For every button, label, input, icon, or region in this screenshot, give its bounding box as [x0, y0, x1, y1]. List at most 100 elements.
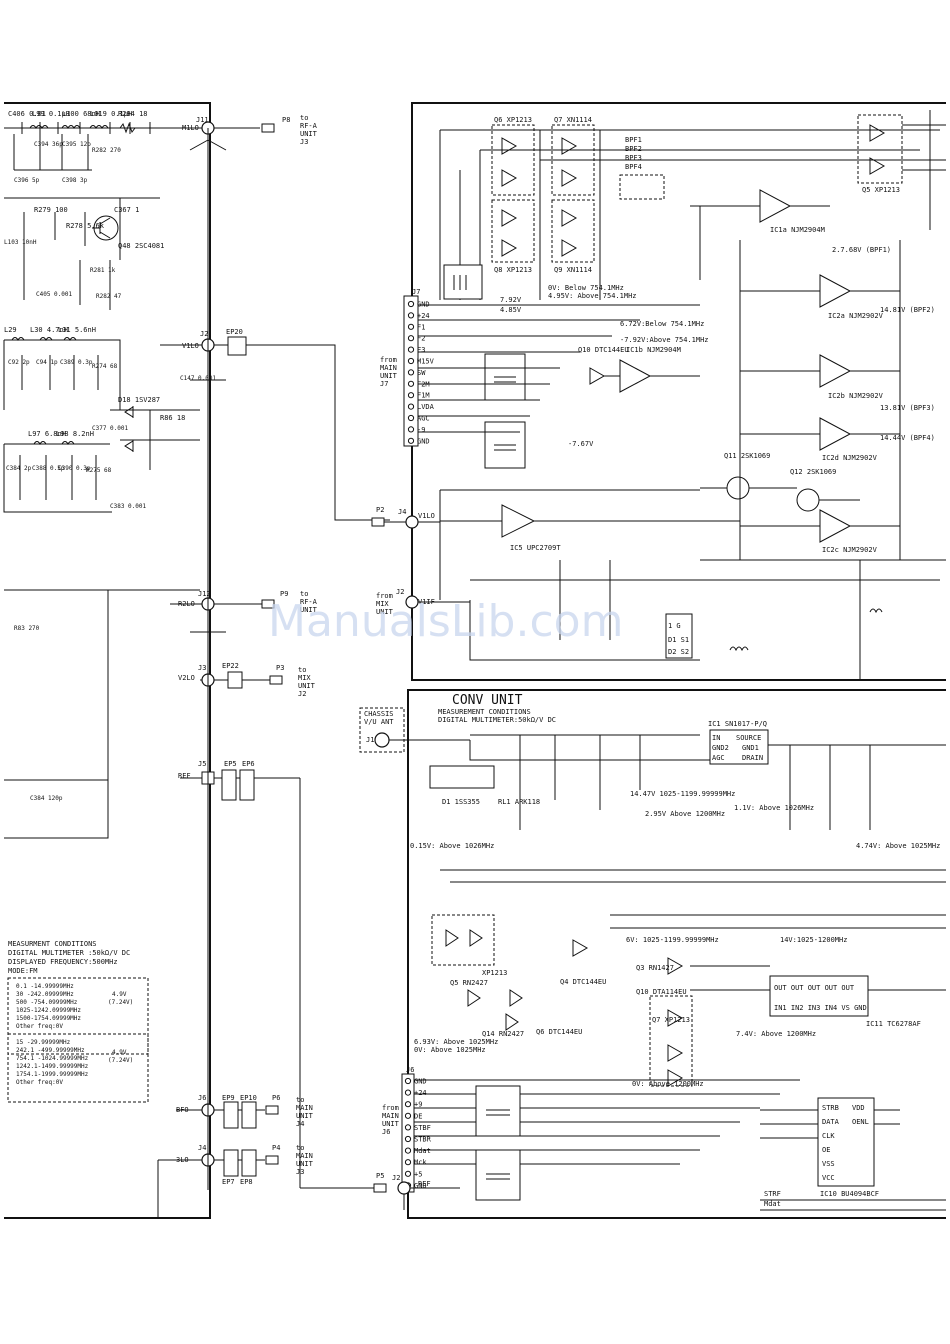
j6-pin-label: GND — [414, 1182, 427, 1190]
transistor-arrays: Q6 XP1213 Q7 XN1114 Q8 XP1213 Q9 XN1114 … — [491, 116, 665, 274]
label-r279: R279 100 — [34, 206, 68, 214]
svg-text:0.15V: Above 1026MHz: 0.15V: Above 1026MHz — [410, 842, 494, 850]
label-bpf2: BPF2 — [625, 145, 642, 153]
svg-text:Q4 DTC144EU: Q4 DTC144EU — [560, 978, 606, 986]
label-r282: R282 270 — [92, 147, 121, 154]
label-c406: C406 0.01 — [8, 110, 46, 118]
svg-text:MODE:FM: MODE:FM — [8, 967, 38, 975]
label-bpf1: BPF1 — [625, 136, 642, 144]
svg-text:V2LO: V2LO — [178, 674, 195, 682]
svg-text:EP7: EP7 — [222, 1178, 235, 1186]
svg-text:EP22: EP22 — [222, 662, 239, 670]
jack-j11: J11 M1LO P8 to RF-A UNIT J3 — [182, 114, 318, 151]
svg-text:MAIN: MAIN — [296, 1104, 313, 1112]
svg-text:4.85V: 4.85V — [500, 306, 522, 314]
label-r278: R278 5.6k — [66, 222, 105, 230]
label-c405: C405 0.001 — [36, 291, 73, 298]
label-r282b: R282 47 — [96, 293, 122, 300]
svg-text:(7.24V): (7.24V) — [108, 1057, 133, 1064]
svg-text:XP1213: XP1213 — [482, 969, 507, 977]
svg-text:0V: Below 754.1MHz: 0V: Below 754.1MHz — [548, 284, 624, 292]
svg-text:UNIT: UNIT — [296, 1112, 314, 1120]
svg-text:J1: J1 — [366, 736, 374, 744]
svg-text:UNIT: UNIT — [382, 1120, 400, 1128]
j7-pin-9 — [407, 392, 415, 399]
svg-text:J3: J3 — [300, 138, 308, 146]
label-c396: C396 5p — [14, 177, 40, 184]
j6-pin-label: +9 — [414, 1101, 422, 1109]
label-l31: L31 5.6nH — [58, 326, 96, 334]
svg-text:from: from — [376, 592, 393, 600]
svg-text:REF: REF — [418, 1180, 431, 1188]
svg-text:IC10 BU4094BCF: IC10 BU4094BCF — [820, 1190, 879, 1198]
label-q8: Q8 XP1213 — [494, 266, 532, 274]
j7-pin-4 — [407, 335, 415, 342]
label-c92: C92 2p — [8, 359, 30, 366]
jack-j3-v2lo: J3 V2LO EP22 P3 to MIX UNIT J2 — [178, 662, 316, 700]
svg-text:to: to — [296, 1144, 304, 1152]
svg-text:UNIT: UNIT — [298, 682, 316, 690]
svg-text:Q7 XP1213: Q7 XP1213 — [652, 1016, 690, 1024]
label-c94: C94 1p — [36, 359, 58, 366]
svg-text:MEASURMENT CONDITIONS: MEASURMENT CONDITIONS — [8, 940, 97, 948]
j6-pin-label: +5 — [414, 1170, 422, 1178]
label-r281: R281 1k — [90, 267, 116, 274]
svg-text:REF: REF — [178, 772, 191, 780]
svg-text:7.92V: 7.92V — [500, 296, 522, 304]
svg-text:J7: J7 — [412, 288, 420, 296]
label-c394: C394 36p — [34, 141, 63, 148]
svg-text:D1 S1: D1 S1 — [668, 636, 689, 644]
j7-pin-label: F2 — [417, 335, 425, 343]
svg-text:STRB: STRB — [822, 1104, 839, 1112]
jack-j1-chassis: CHASSIS V/U ANT J1 — [359, 707, 710, 761]
svg-text:D1 1SS355: D1 1SS355 — [442, 798, 480, 806]
svg-text:IC5 UPC2709T: IC5 UPC2709T — [510, 544, 561, 552]
j6-pin-label: DE — [414, 1112, 422, 1120]
conv-rf-chain: IN SOURCE GND2 GND1 AGC DRAIN IC1 SN1017… — [410, 720, 946, 929]
upper-lower-filters: 1 G D1 S1 D2 S2 — [469, 559, 946, 680]
j7-pin-2 — [407, 312, 415, 319]
svg-text:UNIT: UNIT — [300, 606, 318, 614]
svg-text:7.4V: Above 1200MHz: 7.4V: Above 1200MHz — [736, 1030, 816, 1038]
svg-text:4.9V: 4.9V — [112, 991, 127, 998]
left-filter-l29: L29 L30 4.7nH L31 5.6nH C92 2p C94 1p C3… — [3, 326, 121, 410]
j7-pin-11 — [407, 414, 415, 422]
j7-pin-label: F3 — [417, 346, 425, 354]
svg-text:EP10: EP10 — [240, 1094, 257, 1102]
svg-text:P9: P9 — [280, 590, 288, 598]
j7-pin-label: M15V — [417, 358, 435, 366]
conv-unit-title: CONV UNIT — [452, 693, 523, 708]
label-l29: L29 — [4, 326, 17, 334]
ic1b-q10: IC1b NJM2904M Q10 DTC144EU — [578, 346, 700, 393]
j6-pin-label: STBR — [414, 1136, 432, 1144]
jack-j6-bfo: J6 BFO EP9 EP10 P6 to MAIN UNIT J4 — [176, 1094, 314, 1140]
svg-text:P2: P2 — [376, 506, 384, 514]
jack-j4-v1lo-mid: P2 J4 V1LO — [371, 506, 440, 545]
svg-text:IC1a NJM2904M: IC1a NJM2904M — [770, 226, 825, 234]
watermark: ManualsLib.com — [268, 596, 623, 647]
label-bpf4: BPF4 — [625, 163, 642, 171]
svg-text:J7: J7 — [380, 380, 388, 388]
svg-text:J11: J11 — [196, 116, 209, 124]
j7-pin-10 — [407, 403, 415, 410]
svg-text:MEASUREMENT CONDITIONS: MEASUREMENT CONDITIONS — [438, 708, 531, 716]
svg-text:CLK: CLK — [822, 1132, 835, 1140]
label-c384b: C384 120p — [30, 795, 63, 802]
j7-pin-6 — [407, 357, 415, 365]
q5-top-right: Q5 XP1213 — [857, 110, 946, 230]
svg-text:EP6: EP6 — [242, 760, 255, 768]
svg-text:EP20: EP20 — [226, 328, 243, 336]
label-q6: Q6 XP1213 — [494, 116, 532, 124]
label-r83: R83 270 — [14, 625, 40, 632]
svg-text:MIX: MIX — [298, 674, 311, 682]
conv-control-section: XP1213 Q4 DTC144EU Q5 RN2427 Q14 RN2427 … — [414, 914, 946, 1088]
j7-pin-1 — [407, 300, 415, 308]
svg-text:MAIN: MAIN — [380, 364, 397, 372]
svg-text:IC2d NJM2902V: IC2d NJM2902V — [822, 454, 878, 462]
label-c389: C389 0.3p — [60, 359, 93, 366]
svg-text:6.72V:Below 754.1MHz: 6.72V:Below 754.1MHz — [620, 320, 704, 328]
svg-text:P5: P5 — [376, 1172, 384, 1180]
svg-text:VDD: VDD — [852, 1104, 865, 1112]
j6-pin-7 — [404, 1147, 412, 1154]
